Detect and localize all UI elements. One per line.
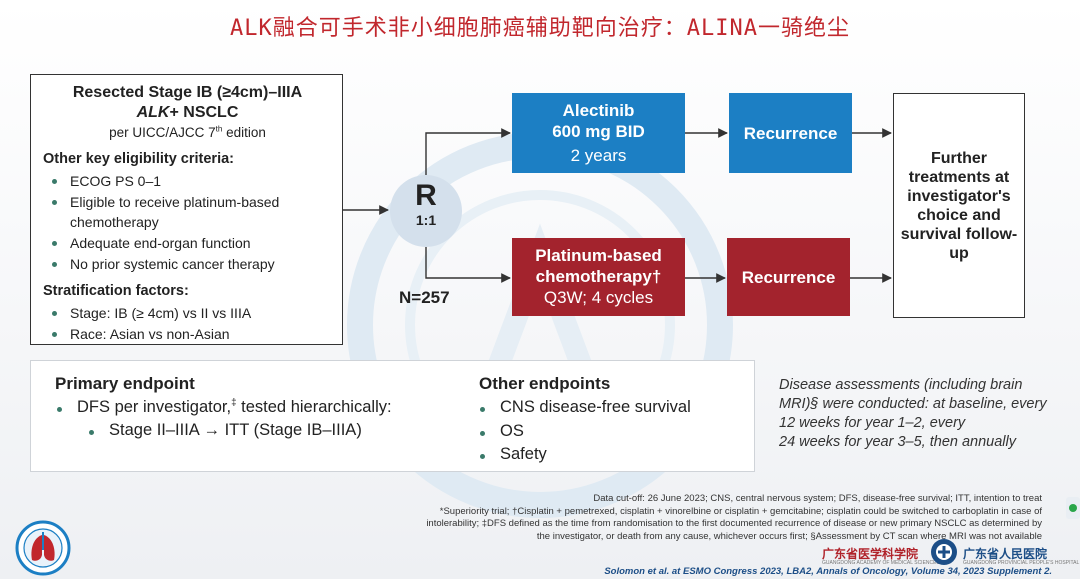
list-item: Eligible to receive platinum-based chemo… <box>43 192 332 233</box>
wechat-side-icon <box>1066 497 1080 519</box>
population-title: Resected Stage IB (≥4cm)–IIIA <box>72 84 303 101</box>
arm1-recurrence: Recurrence <box>743 123 838 143</box>
arm2-recurrence-box: Recurrence <box>727 238 850 316</box>
arm1-recurrence-box: Recurrence <box>729 93 852 173</box>
randomization-letter: R <box>415 179 437 212</box>
list-item: ECOG PS 0–1 <box>43 171 332 192</box>
org2-english-name: GUANGDONG PROVINCIAL PEOPLE'S HOSPITAL <box>963 560 1080 566</box>
other-endpoints-heading: Other endpoints <box>479 374 611 393</box>
eligibility-box: Resected Stage IB (≥4cm)–IIIA ALK+ NSCLC… <box>30 74 343 345</box>
assessment-line: Disease assessments (including brain <box>779 377 1023 393</box>
footnote-line: intolerability; ‡DFS defined as the time… <box>426 518 1042 529</box>
arm2-schedule: Q3W; 4 cycles <box>543 288 654 307</box>
footnote-line: *Superiority trial; †Cisplatin + pemetre… <box>439 505 1042 517</box>
arm1-drug: Alectinib <box>562 100 635 120</box>
list-item: Adequate end-organ function <box>43 233 332 254</box>
stratification-heading: Stratification factors: <box>43 283 189 300</box>
arm2-line2: chemotherapy† <box>535 267 662 286</box>
assessment-line: MRI)§ were conducted: at baseline, every <box>779 396 1047 412</box>
assessment-line: 12 weeks for year 1–2, every <box>779 415 966 431</box>
sample-size: N=257 <box>399 288 450 307</box>
arm2-line1: Platinum-based <box>535 246 662 265</box>
org1-english-name: GUANGDONG ACADEMY OF MEDICAL SCIENCES <box>822 560 940 566</box>
population-subtitle: ALK+ NSCLC <box>136 104 239 121</box>
lung-emblem-icon <box>15 520 71 576</box>
footnotes: Data cut-off: 26 June 2023; CNS, central… <box>352 493 1042 543</box>
footnote-line: Data cut-off: 26 June 2023; CNS, central… <box>593 493 1042 504</box>
hospital-emblem-icon <box>931 539 957 565</box>
other-endpoint-item: CNS disease-free survival <box>480 398 691 416</box>
footnote-line: the investigator, or death from any caus… <box>536 530 1042 542</box>
disease-assessment-note: Disease assessments (including brain MRI… <box>779 376 1079 452</box>
list-item: Race: Asian vs non-Asian <box>43 324 332 345</box>
org1-name: 广东省医学科学院 <box>822 547 919 561</box>
endpoints-panel: Primary endpoint DFS per investigator,‡ … <box>30 360 755 472</box>
staging-edition: per UICC/AJCC 7th edition <box>109 124 266 140</box>
list-item: Stage: IB (≥ 4cm) vs II vs IIIA <box>43 303 332 324</box>
stratification-list: Stage: IB (≥ 4cm) vs II vs IIIA Race: As… <box>43 303 332 344</box>
other-endpoint-item: OS <box>480 422 524 440</box>
chemo-arm-box: Platinum-based chemotherapy† Q3W; 4 cycl… <box>512 238 685 316</box>
org2-name: 广东省人民医院 <box>963 547 1048 561</box>
criteria-list: ECOG PS 0–1 Eligible to receive platinum… <box>43 171 332 275</box>
other-endpoint-item: Safety <box>480 445 547 463</box>
arm1-dose: 600 mg BID <box>552 121 645 141</box>
alectinib-arm-box: Alectinib 600 mg BID 2 years <box>512 93 685 173</box>
arm1-duration: 2 years <box>570 145 627 165</box>
citation: Solomon et al. at ESMO Congress 2023, LB… <box>604 566 1052 577</box>
primary-endpoint-heading: Primary endpoint <box>55 374 195 393</box>
randomization-ratio: 1:1 <box>415 212 437 228</box>
randomization-node: R 1:1 <box>390 175 462 247</box>
further-treatment-box: Further treatments at investigator's cho… <box>893 93 1025 318</box>
primary-endpoint-item: DFS per investigator,‡ tested hierarchic… <box>57 397 392 416</box>
list-item: No prior systemic cancer therapy <box>43 254 332 275</box>
assessment-line: 24 weeks for year 3–5, then annually <box>779 434 1016 450</box>
primary-endpoint-subitem: Stage II–IIIA → ITT (Stage IB–IIIA) <box>89 421 362 439</box>
slide-title: ALK融合可手术非小细胞肺癌辅助靶向治疗：ALINA一骑绝尘 <box>230 16 850 41</box>
arm2-recurrence: Recurrence <box>741 267 836 287</box>
criteria-heading: Other key eligibility criteria: <box>43 151 234 168</box>
